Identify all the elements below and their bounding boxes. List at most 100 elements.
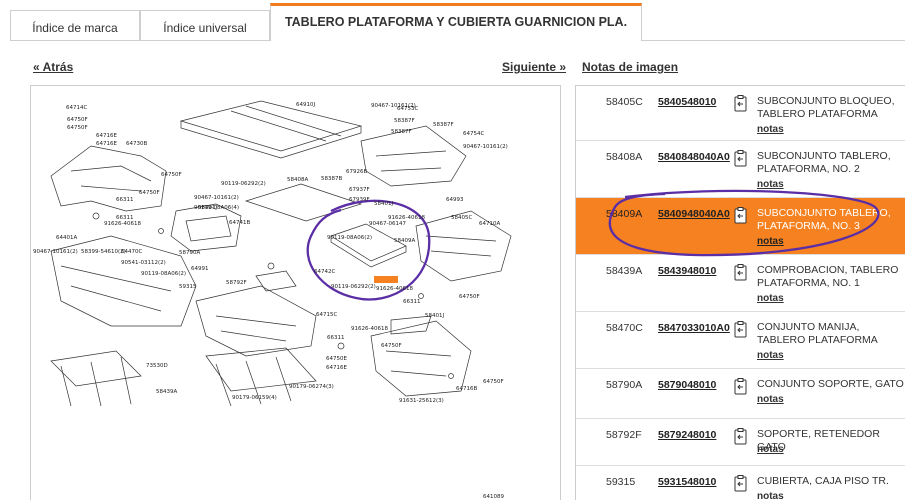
diagram-callout-label[interactable]: 67937F bbox=[349, 187, 370, 193]
diagram-callout-label[interactable]: 64750F bbox=[483, 379, 504, 385]
part-notes-link[interactable]: notas bbox=[757, 293, 784, 304]
diagram-callout-label[interactable]: 64750F bbox=[459, 294, 480, 300]
diagram-callout-label[interactable]: 90179-06274(3) bbox=[289, 384, 334, 390]
diagram-callout-label[interactable]: 58401J bbox=[374, 201, 393, 207]
diagram-callout-label[interactable]: 64991 bbox=[191, 266, 209, 272]
diagram-callout-label[interactable]: 90467-10161(2) bbox=[463, 144, 508, 150]
part-number-link[interactable]: 5840948040A0 bbox=[658, 208, 730, 220]
diagram-callout-label[interactable]: 91626-40618 bbox=[104, 221, 141, 227]
image-notes-link[interactable]: Notas de imagen bbox=[582, 60, 679, 74]
diagram-callout-label[interactable]: 58792F bbox=[226, 280, 247, 286]
diagram-callout-label[interactable]: 91626-40618 bbox=[351, 326, 388, 332]
part-number-link[interactable]: 5843948010 bbox=[658, 265, 717, 277]
diagram-callout-label[interactable]: 90119-06292(2) bbox=[221, 181, 266, 187]
diagram-callout-label[interactable]: 64993 bbox=[446, 197, 464, 203]
part-notes-link[interactable]: notas bbox=[757, 394, 784, 405]
diagram-callout-label[interactable]: 64741B bbox=[229, 220, 250, 226]
part-number-link[interactable]: 5840548010 bbox=[658, 96, 717, 108]
diagram-callout-label[interactable]: 59315 bbox=[179, 284, 197, 290]
parts-diagram[interactable]: 64714C 64750F 64750F 64716E 64716E 64730B 6475… bbox=[30, 85, 561, 500]
diagram-callout-label[interactable]: 64710A bbox=[479, 221, 500, 227]
tab-brand-index[interactable]: Índice de marca bbox=[10, 10, 140, 40]
diagram-callout-label[interactable]: 58387F bbox=[433, 122, 454, 128]
part-number-link[interactable]: 5840848040A0 bbox=[658, 151, 730, 163]
diagram-callout-label[interactable]: 64716E bbox=[326, 365, 347, 371]
diagram-callout-label[interactable]: 67926B bbox=[346, 169, 367, 175]
add-to-cart-icon[interactable] bbox=[734, 321, 747, 338]
diagram-callout-label[interactable]: 90119-08A06(2) bbox=[141, 271, 186, 277]
diagram-callout-label[interactable]: 66311 bbox=[403, 299, 421, 305]
diagram-callout-label[interactable]: 58401J bbox=[198, 205, 217, 211]
add-to-cart-icon[interactable] bbox=[734, 428, 747, 445]
part-notes-link[interactable]: notas bbox=[757, 350, 784, 361]
diagram-callout-label[interactable]: 64716E bbox=[96, 133, 117, 139]
diagram-callout-label[interactable]: 90467-10161(2) bbox=[33, 249, 78, 255]
diagram-callout-label[interactable]: 64730B bbox=[126, 141, 147, 147]
diagram-callout-label[interactable]: 64754C bbox=[463, 131, 484, 137]
part-number-link[interactable]: 5847033010A0 bbox=[658, 322, 730, 334]
diagram-callout-label[interactable]: 58408A bbox=[287, 177, 308, 183]
part-notes-link[interactable]: notas bbox=[757, 124, 784, 135]
diagram-callout-label[interactable]: 64910J bbox=[296, 102, 315, 108]
diagram-callout-label[interactable]: 64750E bbox=[326, 356, 347, 362]
diagram-callout-label[interactable]: 64742C bbox=[314, 269, 335, 275]
diagram-callout-label[interactable]: 90119-08A06(4) bbox=[194, 205, 239, 211]
diagram-callout-label[interactable]: 64750F bbox=[67, 125, 88, 131]
diagram-callout-label[interactable]: 90541-03112(2) bbox=[121, 260, 166, 266]
diagram-callout-label[interactable]: 64401A bbox=[56, 235, 77, 241]
diagram-callout-label[interactable]: 73530D bbox=[146, 363, 168, 369]
diagram-callout-label[interactable]: 64470C bbox=[121, 249, 142, 255]
diagram-callout-label[interactable]: 58405C bbox=[451, 215, 472, 221]
diagram-callout-label[interactable]: 64716E bbox=[96, 141, 117, 147]
diagram-callout-label[interactable]: 90467-10161(2) bbox=[194, 195, 239, 201]
diagram-callout-label[interactable]: 58399-54610(2) bbox=[81, 249, 126, 255]
diagram-callout-label[interactable]: 64753C bbox=[397, 106, 418, 112]
part-notes-link[interactable]: notas bbox=[757, 179, 784, 190]
diagram-callout-label[interactable]: 90467-10161(2) bbox=[371, 103, 416, 109]
diagram-callout-label[interactable]: 91631-25612(3) bbox=[399, 398, 444, 404]
part-number-link[interactable]: 5931548010 bbox=[658, 476, 717, 488]
diagram-callout-label[interactable]: 90119-08A06(2) bbox=[327, 235, 372, 241]
add-to-cart-icon[interactable] bbox=[734, 378, 747, 395]
diagram-callout-label[interactable]: 58387F bbox=[394, 118, 415, 124]
diagram-callout-label[interactable]: 58401J bbox=[425, 313, 444, 319]
diagram-callout-label[interactable]: 64714C bbox=[66, 105, 87, 111]
back-link[interactable]: « Atrás bbox=[33, 60, 74, 74]
diagram-callout-label[interactable]: 64715C bbox=[316, 312, 337, 318]
add-to-cart-icon[interactable] bbox=[734, 207, 747, 224]
add-to-cart-icon[interactable] bbox=[734, 150, 747, 167]
next-link[interactable]: Siguiente » bbox=[502, 60, 567, 74]
diagram-callout-label[interactable]: 66311 bbox=[327, 335, 345, 341]
add-to-cart-icon[interactable] bbox=[734, 95, 747, 112]
diagram-callout-label[interactable]: 91626-40618 bbox=[388, 215, 425, 221]
part-notes-link[interactable]: notas bbox=[757, 491, 784, 500]
tab-active-section[interactable]: TABLERO PLATAFORMA Y CUBIERTA GUARNICION… bbox=[270, 3, 642, 41]
diagram-callout-label[interactable]: 90119-06292(2) bbox=[331, 284, 376, 290]
part-notes-link[interactable]: notas bbox=[757, 236, 784, 247]
diagram-callout-label[interactable]: 64750F bbox=[139, 190, 160, 196]
diagram-callout-label[interactable]: 64750F bbox=[381, 343, 402, 349]
part-number-link[interactable]: 5879048010 bbox=[658, 379, 717, 391]
diagram-callout-label[interactable]: 66311 bbox=[116, 215, 134, 221]
diagram-callout-label[interactable]: 58387B bbox=[321, 176, 342, 182]
diagram-callout-label[interactable]: 58409A bbox=[394, 238, 415, 244]
part-notes-link[interactable]: notas bbox=[757, 444, 784, 455]
diagram-callout-label[interactable]: 66311 bbox=[116, 197, 134, 203]
diagram-callout-label[interactable]: 64750F bbox=[67, 117, 88, 123]
part-number-link[interactable]: 5879248010 bbox=[658, 429, 717, 441]
diagram-callout-label[interactable]: 67939F bbox=[349, 197, 370, 203]
add-to-cart-icon[interactable] bbox=[734, 475, 747, 492]
diagram-callout-label[interactable]: 90179-06159(4) bbox=[232, 395, 277, 401]
add-to-cart-icon[interactable] bbox=[734, 264, 747, 281]
diagram-callout-label[interactable]: 90467-06147 bbox=[369, 221, 406, 227]
diagram-callout-label[interactable]: 58439A bbox=[156, 389, 177, 395]
diagram-callout-label[interactable]: 64750F bbox=[161, 172, 182, 178]
